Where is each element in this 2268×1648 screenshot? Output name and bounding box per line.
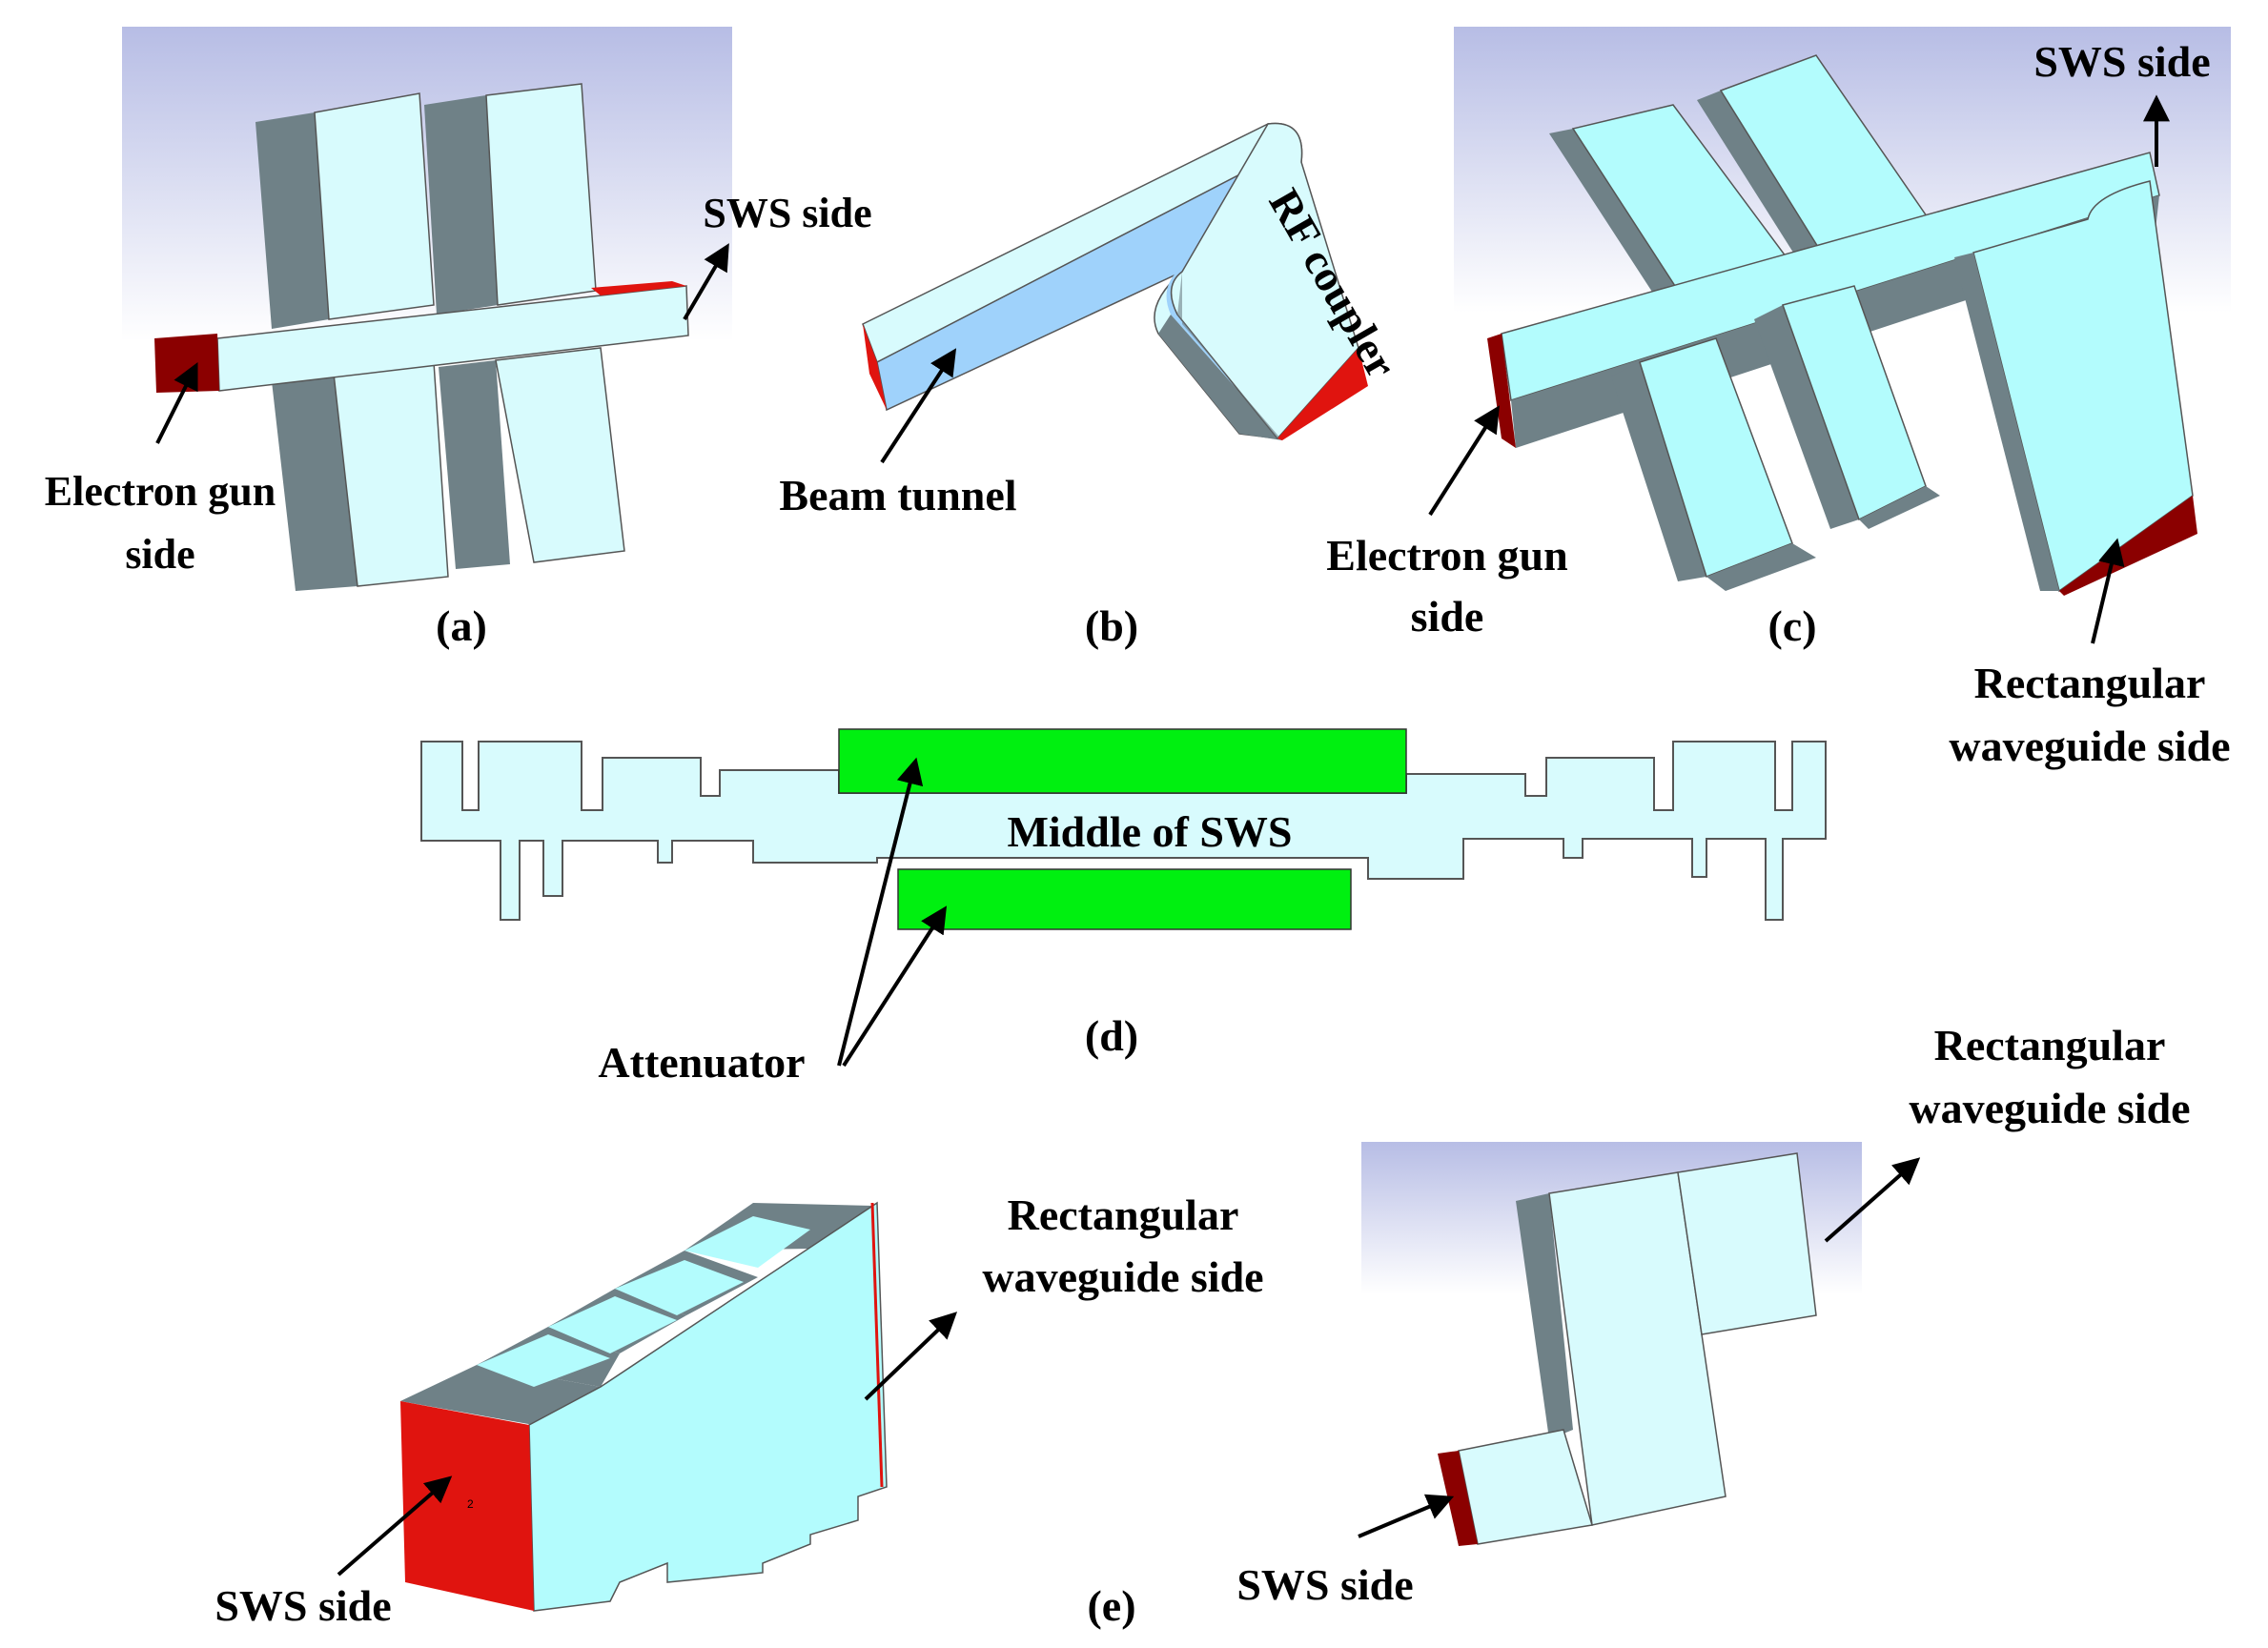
panel-d: Middle of SWS Attenuator (d) xyxy=(420,728,1827,1087)
rect-waveguide-port xyxy=(2059,496,2197,596)
rect-waveguide-label-line1: Rectangular xyxy=(1008,1190,1239,1239)
rectangular-waveguide-arm xyxy=(1972,180,2194,593)
attenuator-bottom xyxy=(897,868,1352,930)
fin-side xyxy=(424,95,498,315)
rect-waveguide-label-line2: waveguide side xyxy=(1949,722,2230,770)
rect-waveguide-label-line2: waveguide side xyxy=(1909,1084,2190,1132)
fin-side xyxy=(255,112,329,329)
fin-side xyxy=(272,374,358,591)
panel-c: SWS side Electron gun side (c) Rectangul… xyxy=(1326,27,2231,770)
fin-side xyxy=(439,360,510,569)
sws-side-label: SWS side xyxy=(2033,37,2210,86)
rect-waveguide-label-line1: Rectangular xyxy=(1974,659,2206,707)
beam-tunnel-port xyxy=(863,324,887,410)
beam-tunnel-arrow xyxy=(880,348,957,464)
rf-coupler-side xyxy=(1158,315,1282,440)
fin-side xyxy=(1754,305,1859,529)
sws-block xyxy=(1458,1429,1593,1545)
electron-gun-arrow xyxy=(155,361,198,444)
attenuator-label: Attenuator xyxy=(598,1038,805,1087)
step-riser xyxy=(615,1260,744,1315)
sws-port xyxy=(400,1401,534,1611)
sws-port-edge xyxy=(591,281,686,295)
rect-waveguide-label-line1: Rectangular xyxy=(1934,1021,2166,1069)
rect-waveguide-block xyxy=(1677,1152,1817,1335)
panel-a: SWS side Electron gun side (a) xyxy=(45,27,872,650)
caption-b: (b) xyxy=(1085,601,1138,650)
fin-face xyxy=(495,347,625,563)
sws-side-arrow xyxy=(337,1475,453,1577)
caption-d: (d) xyxy=(1085,1011,1138,1060)
sws-side-arrow xyxy=(683,243,729,321)
attenuator-arrow-top xyxy=(837,757,924,1067)
beam-tunnel-label: Beam tunnel xyxy=(779,471,1016,519)
sws-side-label: SWS side xyxy=(703,190,871,236)
electron-gun-arrow xyxy=(1428,405,1501,517)
fin-side xyxy=(1549,129,1687,324)
step-riser xyxy=(548,1296,677,1353)
fin-face xyxy=(485,83,597,306)
electron-gun-label-line1: Electron gun xyxy=(45,468,276,515)
gun-port xyxy=(1487,334,1516,448)
caption-a: (a) xyxy=(436,601,487,650)
panel-b: RF coupler Beam tunnel (b) xyxy=(779,122,1406,650)
sws-port xyxy=(1438,1451,1478,1546)
panel-e-right: Rectangular waveguide side SWS side xyxy=(1236,1021,2190,1609)
electron-gun-label-line1: Electron gun xyxy=(1326,531,1567,580)
arm-side xyxy=(1954,253,2059,591)
sws-side-arrow xyxy=(1358,1494,1455,1538)
caption-e: (e) xyxy=(1087,1581,1135,1630)
block-side xyxy=(1516,1193,1573,1439)
electron-gun-label-line2: side xyxy=(125,531,194,578)
electron-gun-label-line2: side xyxy=(1411,592,1484,641)
fin-bottom xyxy=(1706,543,1816,591)
middle-of-sws-label: Middle of SWS xyxy=(1007,807,1292,856)
rect-waveguide-arrow xyxy=(864,1312,958,1401)
panel-e-left: 2 SWS side Rectangular waveguide side (e… xyxy=(215,1190,1263,1630)
rect-waveguide-arrow xyxy=(1824,1157,1921,1243)
step-riser xyxy=(477,1334,610,1387)
port-edge xyxy=(870,1202,884,1488)
rect-waveguide-label-line2: waveguide side xyxy=(982,1252,1263,1301)
port-number-marker: 2 xyxy=(467,1497,474,1511)
fin-face xyxy=(314,92,435,320)
block-face xyxy=(1548,1171,1727,1526)
step-riser xyxy=(684,1216,810,1268)
fin-side xyxy=(1697,91,1830,281)
rf-coupler-port xyxy=(1277,348,1368,440)
rect-waveguide-arrow xyxy=(2091,538,2125,644)
sws-side-label: SWS side xyxy=(215,1581,391,1630)
rect-waveguide-body xyxy=(528,1201,888,1612)
fin-bottom xyxy=(1859,486,1940,529)
fin-side xyxy=(1611,362,1706,581)
sws-side-label: SWS side xyxy=(1236,1560,1413,1609)
attenuator-arrow-bottom xyxy=(842,905,948,1068)
sws-cross-section xyxy=(420,741,1827,921)
caption-c: (c) xyxy=(1767,601,1816,650)
attenuator-top xyxy=(838,728,1407,794)
